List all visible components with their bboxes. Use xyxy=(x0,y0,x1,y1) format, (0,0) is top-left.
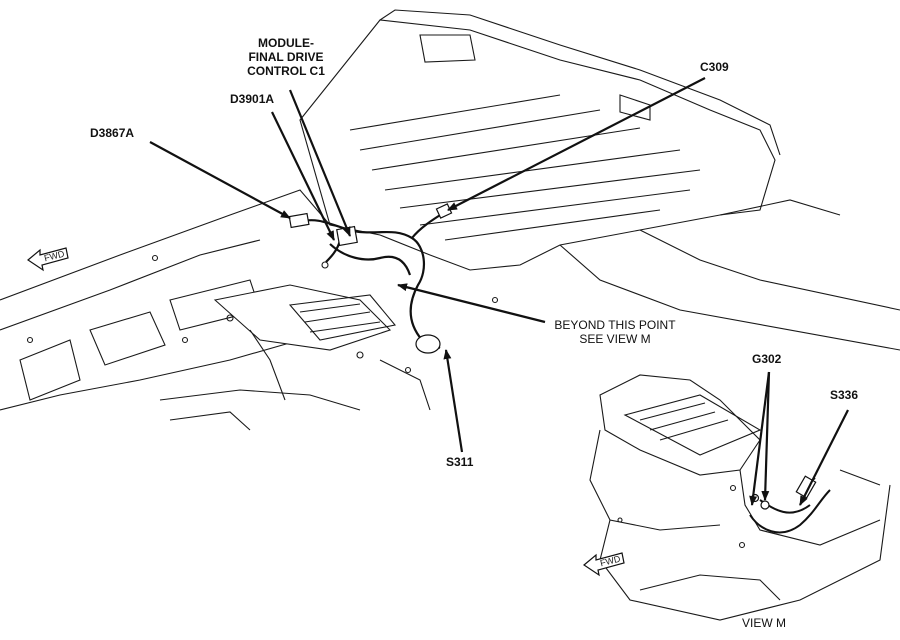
d3867a-label: D3867A xyxy=(90,126,135,140)
c309-label: C309 xyxy=(700,60,729,74)
beyond-this-point-label: BEYOND THIS POINT SEE VIEW M xyxy=(554,318,676,346)
view-m-title: VIEW M xyxy=(742,616,786,630)
fwd-arrow-main xyxy=(26,247,69,272)
s311-label: S311 xyxy=(446,455,474,469)
module-final-drive-label: MODULE- FINAL DRIVE CONTROL C1 xyxy=(247,36,325,78)
view-m-inset xyxy=(589,374,891,621)
vehicle-floor-pan xyxy=(0,9,900,431)
fwd-arrow-view-m xyxy=(582,552,625,577)
s336-label: S336 xyxy=(830,388,859,402)
d3901a-label: D3901A xyxy=(230,92,275,106)
g302-label: G302 xyxy=(752,352,782,366)
view-m-leader-arrows xyxy=(749,371,849,506)
leader-arrows xyxy=(149,77,706,453)
